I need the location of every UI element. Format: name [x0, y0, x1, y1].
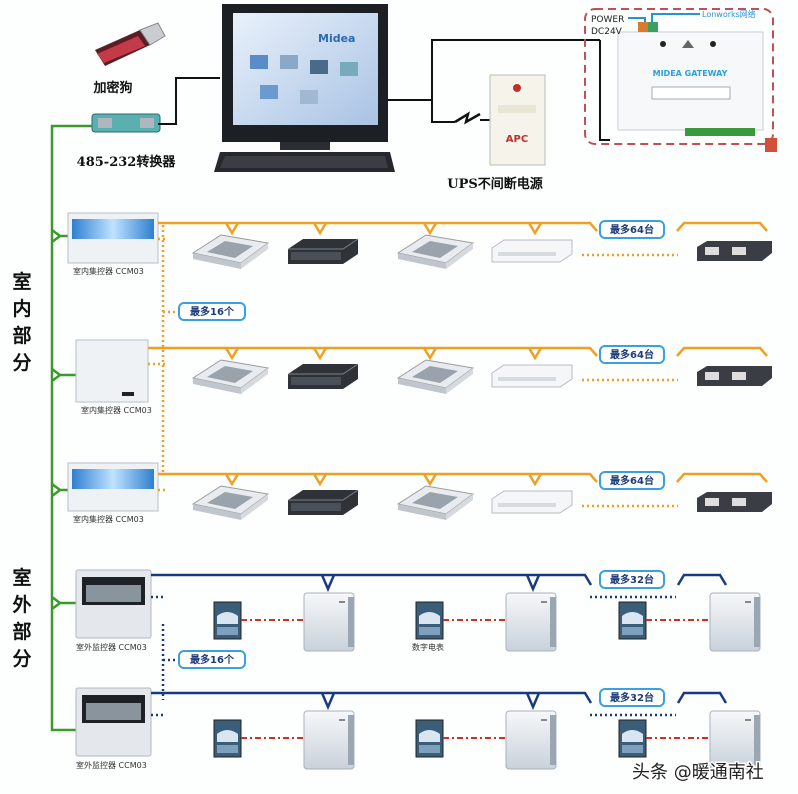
rs485-bus: [50, 124, 92, 732]
outdoor-row: 室外监控器 CCM03 最多32台: [75, 687, 761, 770]
outdoor-unit-icon: [303, 710, 355, 770]
indoor-unit-floor-icon: [697, 492, 772, 512]
outdoor-section-label: 室 外 部 分: [12, 566, 31, 670]
indoor-controller[interactable]: [67, 462, 159, 512]
indoor-unit-ceiling-icon: [491, 239, 573, 263]
indoor-unit-duct-icon: [287, 363, 359, 390]
keyboard: [214, 152, 395, 172]
indoor-unit-duct-icon: [287, 489, 359, 516]
indoor-row: 室内集控器 CCM03 最多64台: [67, 462, 772, 524]
indoor-max-units-badge: 最多64台: [599, 345, 665, 364]
midea-gateway: MIDEA GATEWAY: [584, 8, 777, 152]
indoor-unit-cassette-icon: [192, 234, 269, 270]
dongle-label: 加密狗: [92, 80, 132, 96]
computer-monitor: Midea: [222, 4, 388, 150]
indoor-unit-floor-icon: [697, 366, 772, 386]
indoor-comm-line: [158, 472, 598, 483]
outdoor-controller[interactable]: [75, 687, 152, 757]
digital-meter-icon: [213, 719, 242, 758]
comm-cables: [158, 39, 610, 141]
indoor-section-label: 室 内 部 分: [12, 270, 31, 374]
svg-text:最多64台: 最多64台: [610, 474, 654, 487]
indoor-controller-label: 室内集控器 CCM03: [73, 514, 144, 524]
svg-text:APC: APC: [506, 134, 528, 145]
outdoor-unit-icon: [709, 592, 761, 652]
svg-text:最多16个: 最多16个: [190, 653, 235, 666]
outdoor-comm-line: [151, 691, 593, 704]
digital-meter-icon: [618, 601, 647, 640]
watermark: 头条 @暖通南社: [632, 762, 764, 783]
svg-text:室: 室: [12, 566, 31, 589]
ups-device: APC: [489, 74, 546, 166]
indoor-unit-floor-icon: [697, 241, 772, 261]
outdoor-controller-label: 室外监控器 CCM03: [76, 760, 147, 770]
indoor-unit-cassette-icon: [397, 359, 474, 395]
indoor-unit-ceiling-icon: [491, 364, 573, 388]
indoor-controller[interactable]: [67, 212, 159, 264]
digital-meter-icon: [618, 719, 647, 758]
gateway-title: MIDEA GATEWAY: [653, 69, 728, 78]
digital-meter-icon: [415, 719, 444, 758]
indoor-unit-cassette-icon: [397, 485, 474, 521]
svg-text:外: 外: [12, 593, 31, 616]
svg-text:最多32台: 最多32台: [610, 573, 654, 586]
indoor-unit-cassette-icon: [192, 485, 269, 521]
svg-text:最多16个: 最多16个: [190, 305, 235, 318]
gateway-power-label: POWER: [591, 15, 624, 25]
gateway-network-label: Lonworks网络: [702, 9, 756, 19]
svg-text:最多64台: 最多64台: [610, 223, 654, 236]
outdoor-max-units-badge: 最多32台: [599, 688, 665, 707]
svg-text:分: 分: [12, 352, 31, 374]
svg-text:分: 分: [12, 648, 31, 670]
monitor-brand: Midea: [318, 32, 355, 45]
digital-meter-icon: [213, 601, 242, 640]
digital-meter-icon: [415, 601, 444, 640]
svg-text:最多64台: 最多64台: [610, 348, 654, 361]
ups-label: UPS不间断电源: [447, 176, 543, 192]
lightning-icon: [454, 111, 481, 125]
outdoor-row: 室外监控器 CCM03 最多32台: [75, 569, 761, 652]
outdoor-unit-icon: [505, 592, 557, 652]
gateway-dc-label: DC24V: [591, 27, 623, 37]
indoor-unit-cassette-icon: [192, 359, 269, 395]
svg-text:部: 部: [12, 324, 31, 347]
indoor-max-units-badge: 最多64台: [599, 471, 665, 490]
indoor-unit-ceiling-icon: [491, 490, 573, 514]
indoor-controller[interactable]: [75, 339, 149, 403]
outdoor-max-controllers-badge: 最多16个: [178, 650, 246, 669]
converter-label: 485-232转换器: [77, 154, 177, 170]
indoor-unit-cassette-icon: [397, 234, 474, 270]
outdoor-comm-line: [151, 573, 593, 586]
indoor-max-units-badge: 最多64台: [599, 220, 665, 239]
svg-text:内: 内: [12, 297, 31, 320]
converter-icon: [91, 113, 161, 133]
outdoor-max-units-badge: 最多32台: [599, 570, 665, 589]
indoor-row: 室内集控器 CCM03 最多64台: [67, 212, 772, 276]
meter-label: 数字电表: [412, 642, 444, 652]
indoor-comm-line: [158, 221, 598, 232]
outdoor-unit-icon: [303, 592, 355, 652]
indoor-unit-duct-icon: [287, 238, 359, 265]
outdoor-controller-label: 室外监控器 CCM03: [76, 642, 147, 652]
svg-text:室: 室: [12, 270, 31, 293]
svg-text:最多32台: 最多32台: [610, 691, 654, 704]
svg-text:部: 部: [12, 620, 31, 643]
outdoor-unit-icon: [709, 710, 761, 770]
usb-dongle-icon: [95, 22, 166, 66]
indoor-comm-line: [148, 346, 598, 357]
indoor-max-controllers-badge: 最多16个: [178, 302, 246, 321]
indoor-row: 室内集控器 CCM03 最多64台: [75, 339, 772, 415]
indoor-controller-label: 室内集控器 CCM03: [73, 266, 144, 276]
indoor-controller-label: 室内集控器 CCM03: [81, 405, 152, 415]
outdoor-unit-icon: [505, 710, 557, 770]
outdoor-controller[interactable]: [75, 569, 152, 639]
